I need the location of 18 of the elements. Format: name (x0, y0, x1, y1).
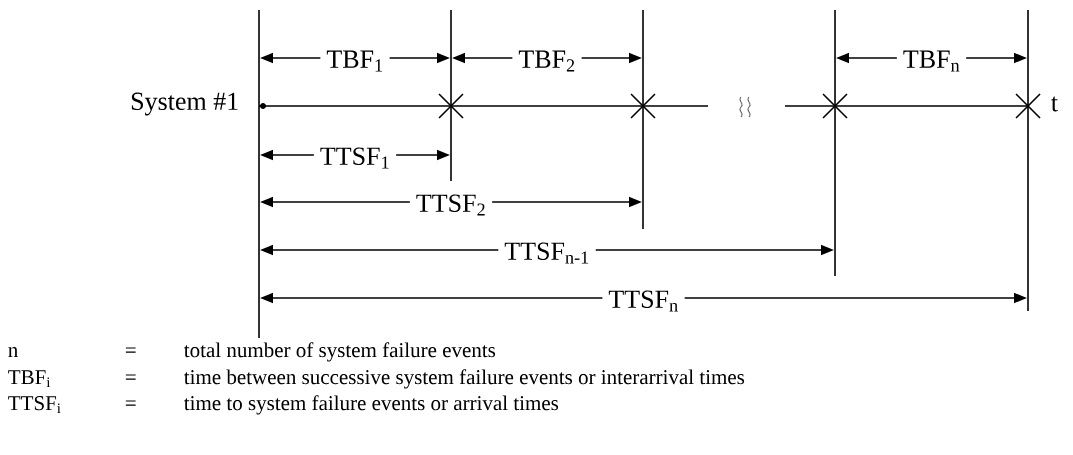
legend-description: total number of system failure events (184, 342, 496, 362)
dimension-label: TBF$_{n}$ (896, 50, 967, 72)
dimension-label: TTSF$_{n-1}$ (498, 242, 596, 264)
system-label: System #1 (131, 92, 238, 116)
dimension-label: TTSF$_{2}$ (409, 194, 493, 216)
dimension-label: TBF$_{1}$ (320, 50, 390, 72)
legend-symbol: TBF$_{i}$ (8, 370, 51, 388)
legend-description: time between successive system failure events or interarrival times (184, 369, 745, 389)
legend-symbol: n (8, 347, 18, 357)
equals-sign: = (125, 374, 136, 380)
dimension-label: TTSF$_{1}$ (313, 147, 397, 169)
dimension-label: TTSF$_{n}$ (602, 290, 685, 312)
legend-description: time to system failure events or arrival times (184, 395, 559, 415)
axis-label: t (1051, 96, 1058, 112)
dimension-label: TBF$_{2}$ (512, 50, 582, 72)
equals-sign: = (125, 400, 136, 406)
legend-symbol: TTSF$_{i}$ (8, 396, 61, 414)
equals-sign: = (125, 347, 136, 353)
